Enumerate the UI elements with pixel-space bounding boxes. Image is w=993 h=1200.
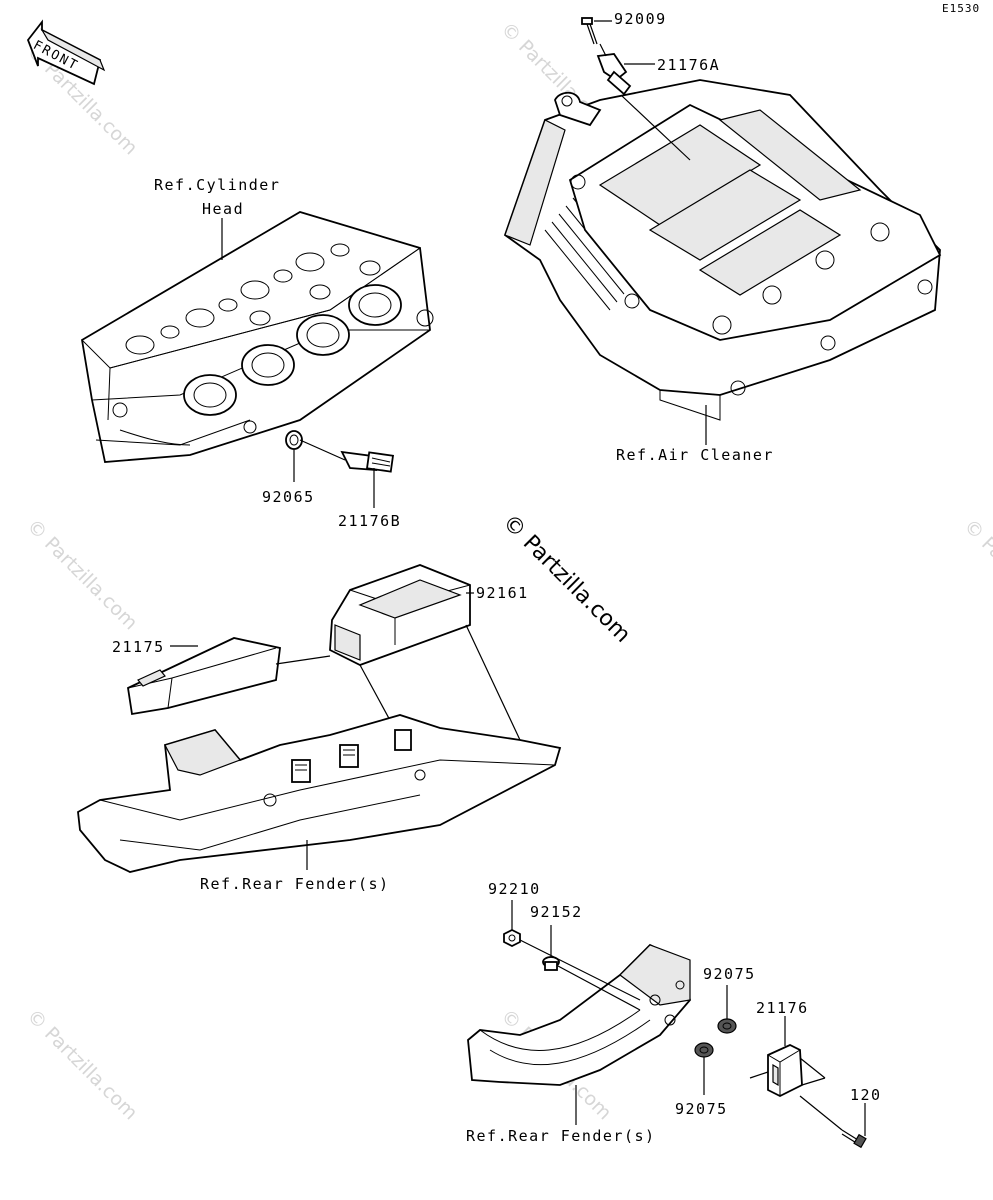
ecu-cover-92161 — [329, 564, 471, 666]
label-21176A: 21176A — [657, 56, 721, 74]
bolt-120 — [841, 1129, 867, 1149]
nut-92210 — [503, 928, 521, 948]
label-120: 120 — [850, 1086, 882, 1104]
label-21175: 21175 — [112, 638, 165, 656]
label-92075-top: 92075 — [703, 965, 756, 983]
label-92009: 92009 — [614, 10, 667, 28]
grommet-92075-top — [717, 1018, 737, 1034]
label-92075-bottom: 92075 — [675, 1100, 728, 1118]
washer-92065 — [285, 430, 303, 450]
sensor-21176 — [767, 1044, 803, 1098]
diagram-code: E1530 — [942, 2, 981, 15]
label-92161: 92161 — [476, 584, 529, 602]
label-21176: 21176 — [756, 999, 809, 1017]
air-cleaner-illustration — [503, 79, 942, 421]
grommet-92075-bottom — [694, 1042, 714, 1058]
label-ref-cylinder-head-line2: Head — [202, 200, 245, 218]
label-92065: 92065 — [262, 488, 315, 506]
collar-92152 — [542, 956, 560, 971]
label-ref-cylinder-head: Ref.Cylinder — [154, 176, 281, 194]
screw-92009 — [581, 17, 598, 45]
sensor-21176A — [596, 53, 632, 96]
label-21176B: 21176B — [338, 512, 402, 530]
sensor-21176B — [340, 450, 395, 473]
label-92152: 92152 — [530, 903, 583, 921]
ecu-21175 — [127, 637, 281, 716]
cylinder-head-illustration — [81, 211, 434, 463]
front-arrow-icon — [26, 19, 106, 86]
label-92210: 92210 — [488, 880, 541, 898]
label-ref-air-cleaner: Ref.Air Cleaner — [616, 446, 774, 464]
rear-fender-2-illustration — [467, 943, 691, 1086]
label-ref-rear-fender-1: Ref.Rear Fender(s) — [200, 875, 390, 893]
rear-fender-1-illustration — [77, 714, 562, 873]
label-ref-rear-fender-2: Ref.Rear Fender(s) — [466, 1127, 656, 1145]
